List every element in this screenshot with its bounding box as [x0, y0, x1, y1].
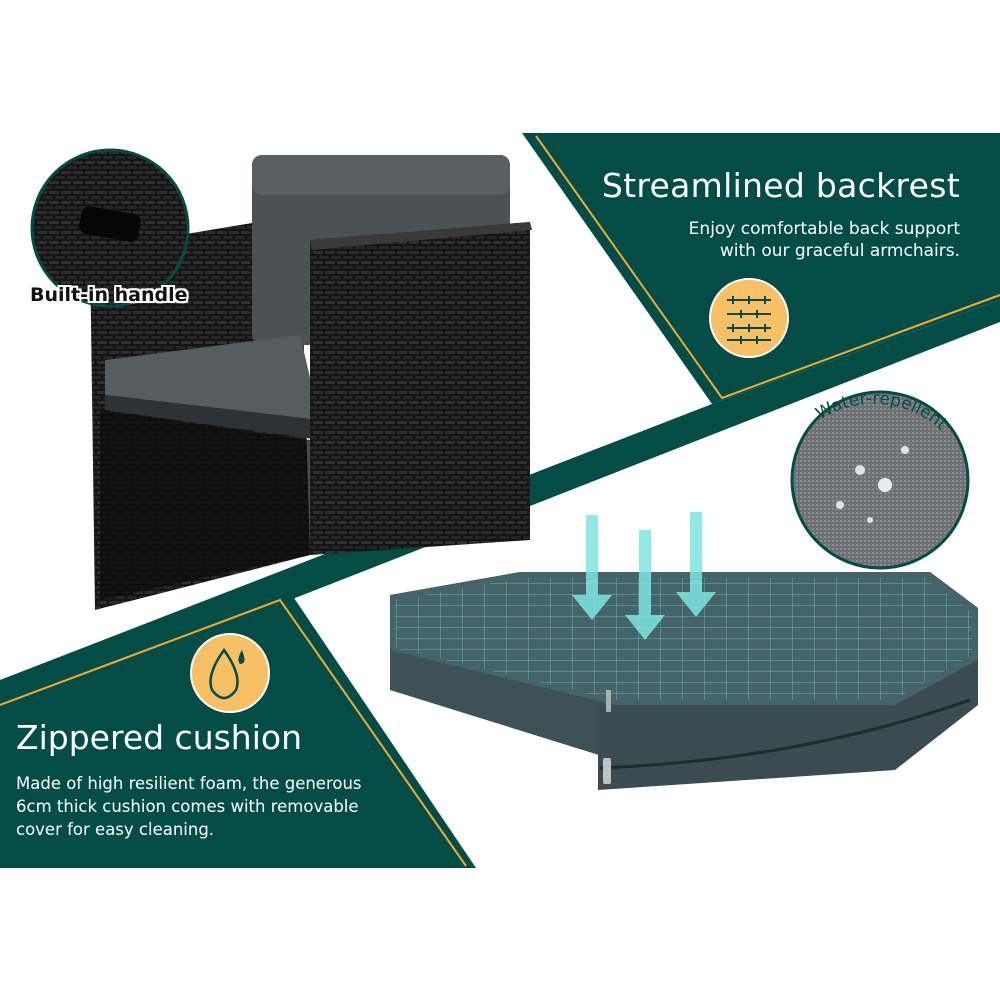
- description-line: with our graceful armchairs.: [719, 241, 960, 261]
- backrest-description: Enjoy comfortable back support with our …: [640, 218, 960, 262]
- cushion-title: Zippered cushion: [16, 718, 302, 757]
- backrest-panel: [522, 133, 1000, 404]
- description-line: 6cm thick cushion comes with removable: [16, 797, 359, 816]
- handle-label: Built-in handle: [30, 284, 188, 306]
- description-line: Made of high resilient foam, the generou…: [16, 774, 362, 793]
- description-line: cover for easy cleaning.: [16, 820, 215, 839]
- handle-closeup: [32, 150, 188, 306]
- water-drop-icon: [190, 633, 270, 713]
- backrest-title: Streamlined backrest: [601, 166, 960, 205]
- description-line: Enjoy comfortable back support: [688, 219, 960, 239]
- foam-cushion: [390, 572, 978, 790]
- pressure-arrows: [572, 512, 716, 640]
- weave-pattern-icon: [709, 278, 789, 358]
- wicker-armchair: [90, 155, 532, 610]
- water-repellent-closeup: [792, 392, 968, 568]
- cushion-description: Made of high resilient foam, the generou…: [16, 772, 396, 841]
